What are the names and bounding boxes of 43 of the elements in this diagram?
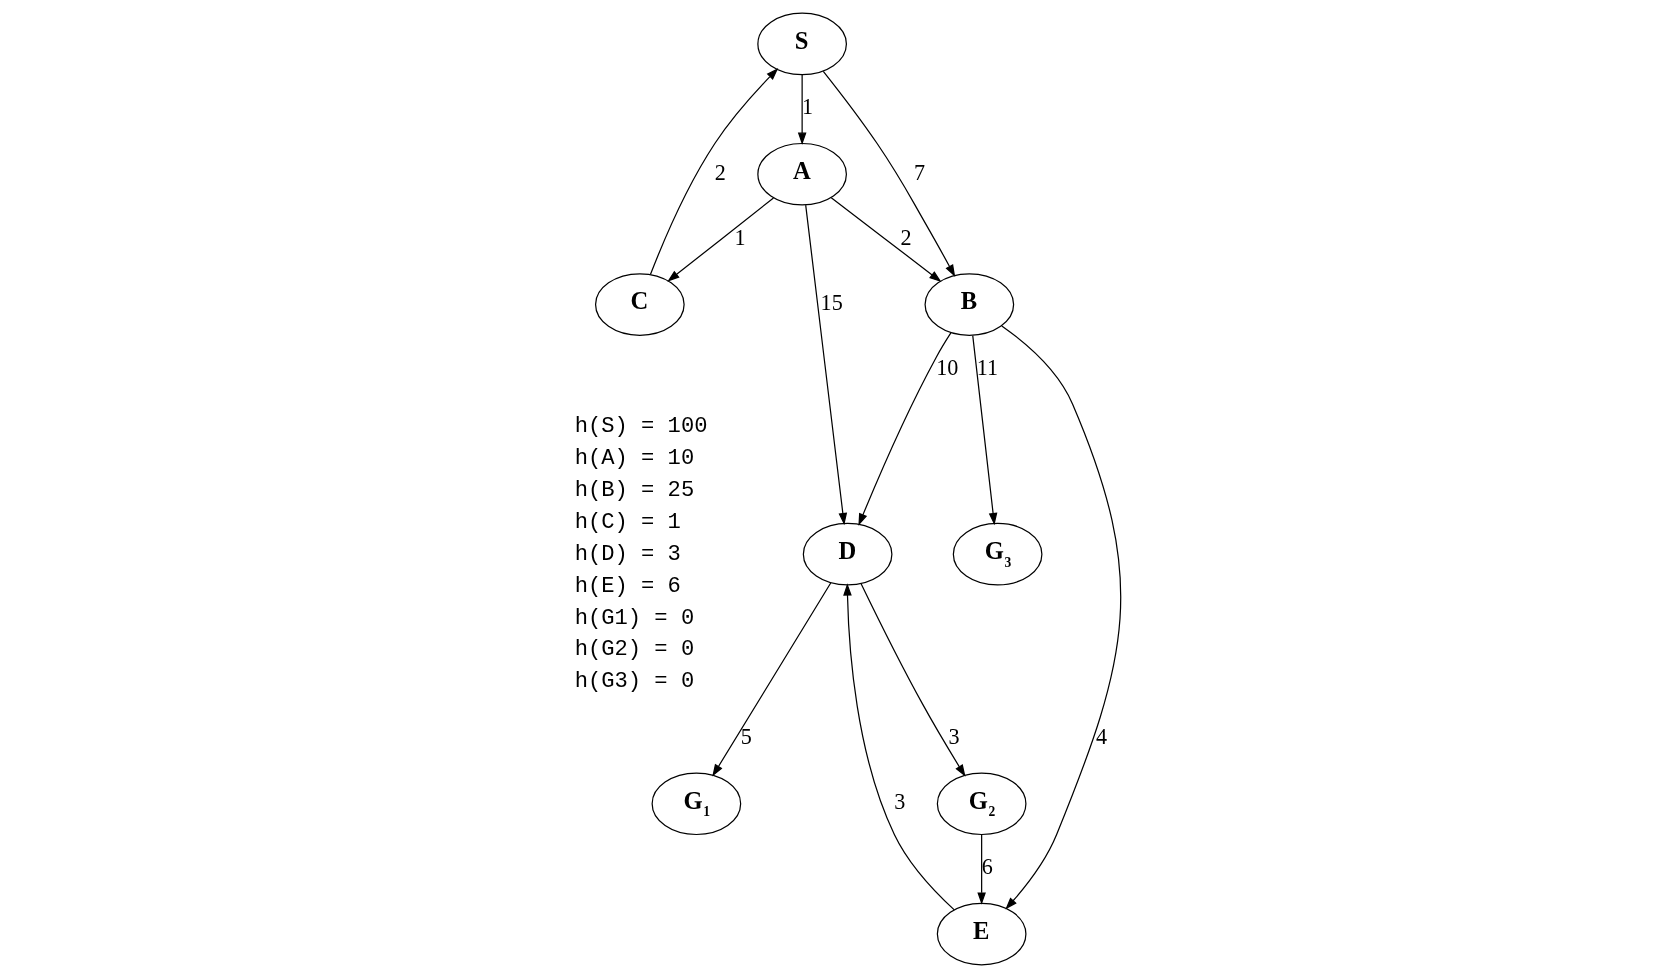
node-ellipse: G$_{2}$ <box>936 772 1027 836</box>
node-ellipse: G$_{1}$ <box>651 772 741 836</box>
label: h(D) = 3 <box>574 541 681 567</box>
node-ellipse: G$_{3}$ <box>952 522 1042 586</box>
label: h(G3) = 0 <box>574 669 694 695</box>
arrow <box>830 197 941 282</box>
edge-label: 6 <box>981 854 993 880</box>
arrow <box>842 583 955 911</box>
arrow <box>797 74 806 145</box>
node-ellipse: S <box>756 12 847 76</box>
edge-label: 7 <box>913 159 925 185</box>
arrow <box>666 197 774 282</box>
edge-label: 11 <box>976 355 998 381</box>
node-ellipse: C <box>594 273 685 336</box>
node-ellipse: A <box>756 142 847 206</box>
node-ellipse: E <box>936 902 1027 966</box>
edge-label: 4 <box>1095 724 1107 749</box>
label: h(E) = 6 <box>574 573 681 599</box>
arrow <box>711 582 831 777</box>
arrow <box>971 335 997 526</box>
label: h(S) = 100 <box>574 413 707 439</box>
edge-label: 15 <box>820 289 843 315</box>
edge-label: 3 <box>893 789 905 815</box>
label: h(B) = 25 <box>574 477 694 503</box>
edge-label: 10 <box>935 355 958 381</box>
edge-label: 2 <box>714 159 726 185</box>
label: h(G1) = 0 <box>574 605 694 631</box>
edge-label: 5 <box>740 724 752 749</box>
edge-label: 3 <box>947 724 960 749</box>
arrow <box>857 332 952 526</box>
edge-label: 1 <box>734 224 746 250</box>
node-ellipse: D <box>802 522 892 586</box>
arrow <box>649 68 778 275</box>
label: h(A) = 10 <box>574 445 694 471</box>
arrow <box>1000 325 1121 910</box>
label: h(G2) = 0 <box>574 637 694 663</box>
arrow <box>860 583 966 777</box>
arrow <box>976 834 986 905</box>
arrow <box>804 204 847 526</box>
edge-label: 1 <box>801 94 813 120</box>
arrow <box>822 70 955 277</box>
edge-label: 2 <box>899 224 912 250</box>
label: h(C) = 1 <box>574 509 681 535</box>
